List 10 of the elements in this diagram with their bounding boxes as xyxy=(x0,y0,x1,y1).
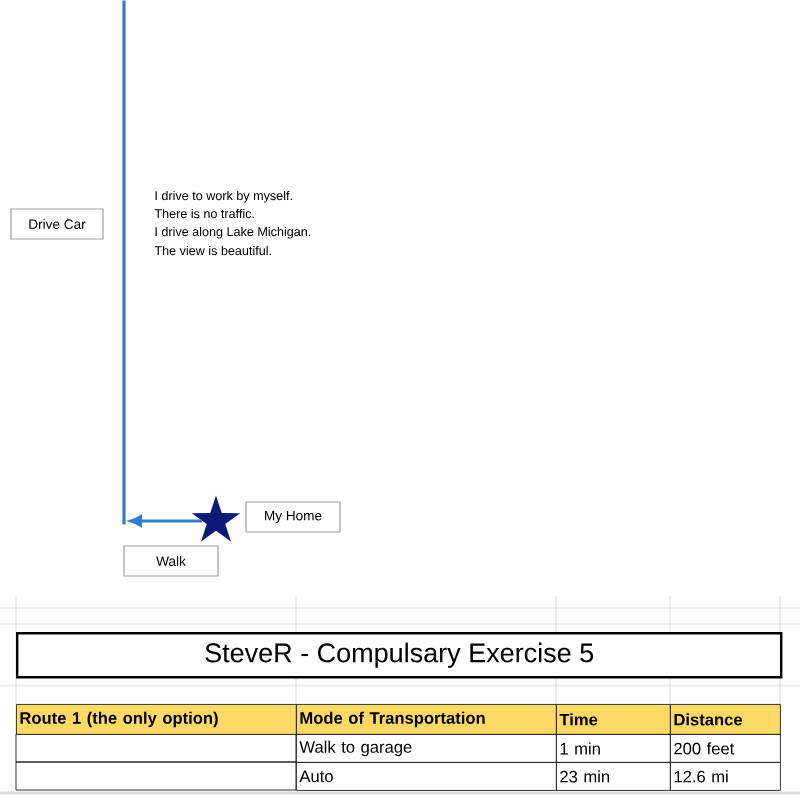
table-cell: 200 feet xyxy=(670,734,781,763)
header-cell: Route 1 (the only option) xyxy=(16,704,297,735)
table-cell: 23 min xyxy=(556,762,671,791)
arrow xyxy=(129,515,202,527)
title-banner: SteveR - Compulsary Exercise 5 xyxy=(16,632,783,679)
table-cell: 1 min xyxy=(556,734,671,763)
table-cell: 12.6 mi xyxy=(670,762,781,791)
header-cell: Distance xyxy=(670,704,781,735)
header-cell: Time xyxy=(556,704,671,735)
star xyxy=(191,495,241,542)
